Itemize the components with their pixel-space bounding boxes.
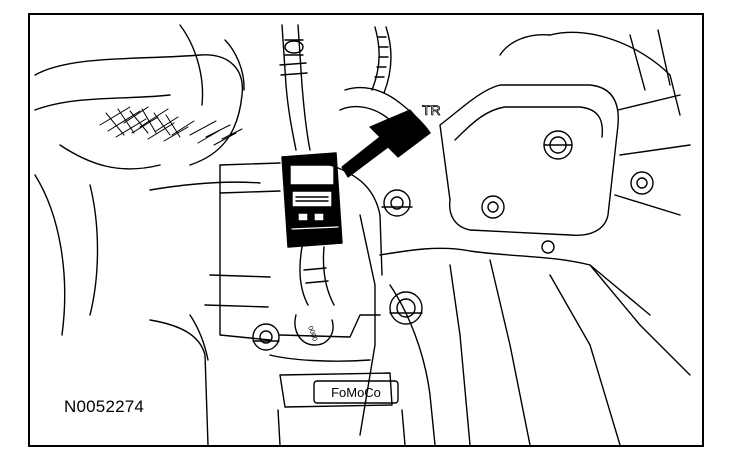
arrow-icon xyxy=(341,109,431,178)
left-hose-assembly xyxy=(34,24,261,336)
bracket-bolts xyxy=(381,130,654,254)
line-art-illustration: 0000 xyxy=(34,24,691,445)
corner-mark: TR xyxy=(422,102,441,118)
range-sensor-connector xyxy=(281,152,343,248)
casting-mark: FoMoCo xyxy=(331,385,381,400)
wire-harness xyxy=(339,26,431,134)
illustration-frame: 0000 xyxy=(28,13,704,447)
figure-id-label: N0052274 xyxy=(64,397,145,416)
casting-plate xyxy=(313,380,399,404)
lower-bolts xyxy=(252,291,423,351)
cable-mark: 0000 xyxy=(306,325,318,342)
shift-cable-conduit xyxy=(279,24,311,151)
hose-hatching xyxy=(99,106,243,146)
transmission-mount-bracket xyxy=(439,29,691,237)
transmission-case xyxy=(149,162,691,445)
lower-cable: 0000 xyxy=(294,246,335,346)
